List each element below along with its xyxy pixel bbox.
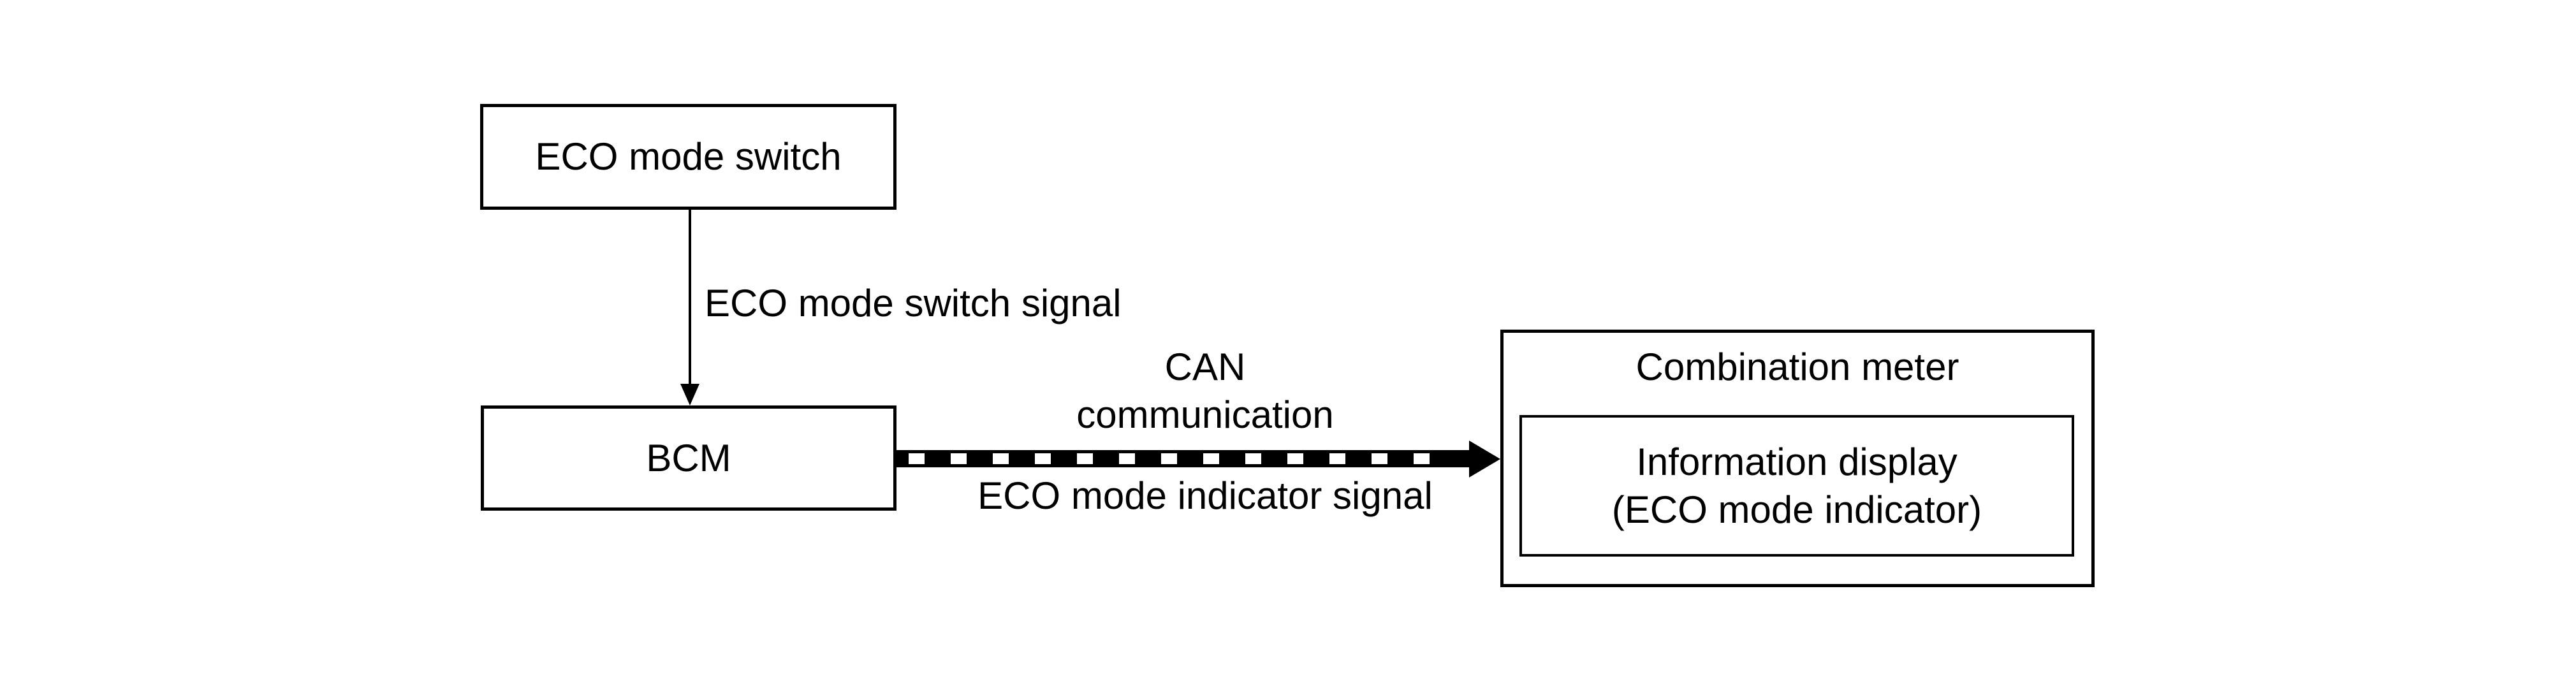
can-communication-label: CAN communication	[1020, 343, 1390, 439]
can-bus-dashed-arrow-shaft	[896, 450, 1469, 467]
arrowhead-down-icon	[680, 384, 699, 405]
node-bcm-label: BCM	[646, 436, 731, 479]
node-information-display-line2: (ECO mode indicator)	[1611, 488, 1982, 531]
switch-to-bcm-connector-line	[689, 210, 691, 385]
node-information-display-line1: Information display	[1636, 441, 1958, 483]
switch-signal-label: ECO mode switch signal	[705, 282, 1122, 325]
node-combination-meter-title: Combination meter	[1636, 346, 1959, 388]
can-communication-label-line1: CAN	[1164, 346, 1246, 388]
node-eco-mode-switch-label: ECO mode switch	[535, 135, 842, 178]
node-information-display: Information display (ECO mode indicator)	[1519, 415, 2074, 557]
indicator-signal-label: ECO mode indicator signal	[977, 474, 1433, 517]
can-communication-label-line2: communication	[1076, 393, 1334, 436]
node-bcm: BCM	[481, 405, 896, 511]
node-eco-mode-switch: ECO mode switch	[480, 104, 896, 210]
arrowhead-right-icon	[1469, 441, 1500, 478]
